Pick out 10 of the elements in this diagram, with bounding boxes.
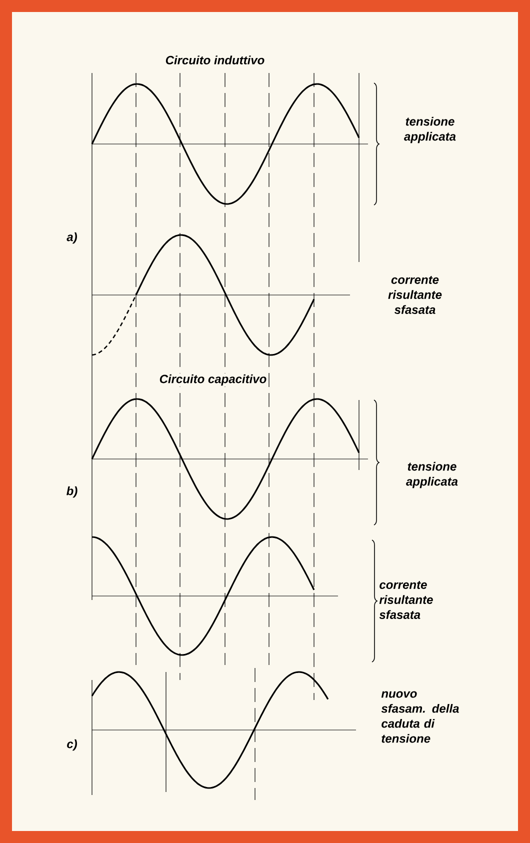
panel-letter: a) xyxy=(66,232,77,244)
label-text: corrente risultante sfasata xyxy=(379,581,433,619)
label-text: tensione applicata xyxy=(404,116,456,144)
label-text: tensione applicata xyxy=(406,462,458,488)
panel-letter: c) xyxy=(67,739,77,751)
label-text: nuovo sfasam. della caduta di tensione xyxy=(381,691,459,743)
heading: Circuito induttivo xyxy=(164,54,266,66)
label-text: corrente risultante sfasata xyxy=(388,276,442,314)
heading: Circuito capacitivo xyxy=(158,373,268,387)
panel-letter: b) xyxy=(66,486,78,498)
